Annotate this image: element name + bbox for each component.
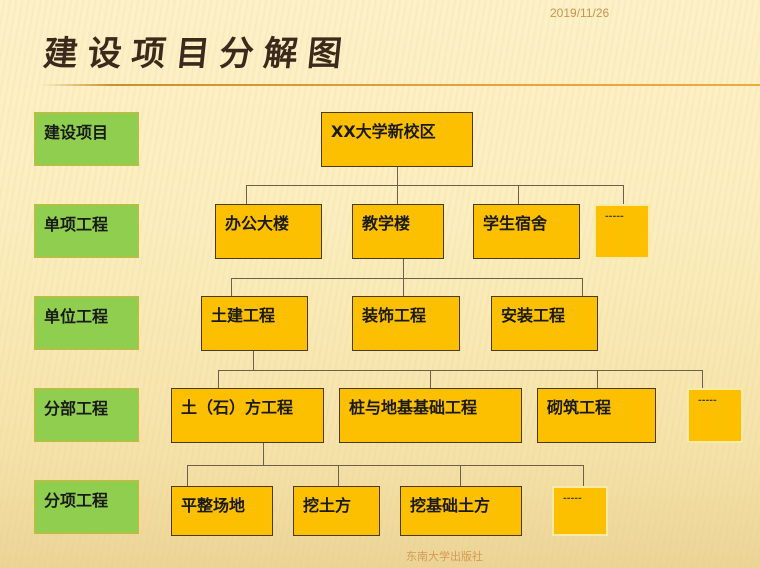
node-unit-civil: 土建工程 — [201, 296, 308, 351]
connector — [263, 443, 264, 465]
node-sub-leveling: 平整场地 — [171, 486, 273, 536]
connector — [397, 185, 398, 204]
connector — [187, 465, 584, 466]
node-sub-excavation: 挖土方 — [293, 486, 380, 536]
node-division-pile-foundation: 桩与地基基础工程 — [339, 388, 522, 443]
connector — [338, 465, 339, 486]
connector — [187, 465, 188, 486]
connector — [582, 278, 583, 296]
slide-footer: 东南大学出版社 — [406, 550, 483, 563]
level-label-single: 单项工程 — [34, 204, 139, 258]
connector — [430, 370, 431, 388]
connector — [460, 465, 461, 486]
node-division-earthwork: 土（石）方工程 — [171, 388, 324, 443]
connector — [518, 185, 519, 204]
node-sub-foundation-excavation: 挖基础土方 — [400, 486, 522, 536]
connector — [218, 370, 219, 388]
connector — [231, 278, 583, 279]
connector — [253, 351, 254, 371]
node-unit-decoration: 装饰工程 — [352, 296, 460, 351]
title-rule — [40, 84, 760, 86]
connector — [623, 185, 624, 204]
connector — [597, 370, 598, 388]
connector — [702, 370, 703, 388]
slide-date: 2019/11/26 — [550, 6, 610, 20]
connector — [397, 166, 398, 186]
node-single-office: 办公大楼 — [215, 204, 322, 259]
slide-title: 建设项目分解图 — [41, 34, 354, 74]
node-single-dorm: 学生宿舍 — [473, 204, 580, 259]
node-division-masonry: 砌筑工程 — [537, 388, 656, 443]
level-label-division: 分部工程 — [34, 388, 139, 442]
node-division-more: ----- — [687, 388, 743, 443]
node-single-more: ----- — [594, 204, 650, 259]
node-unit-installation: 安装工程 — [491, 296, 598, 351]
level-label-project: 建设项目 — [34, 112, 139, 166]
node-single-teaching: 教学楼 — [352, 204, 444, 259]
node-root: XX大学新校区 — [321, 112, 473, 167]
connector — [246, 185, 247, 204]
connector — [583, 465, 584, 486]
connector — [403, 259, 404, 279]
connector — [218, 370, 703, 371]
connector — [231, 278, 232, 296]
level-label-unit: 单位工程 — [34, 296, 139, 350]
connector — [246, 185, 624, 186]
connector — [403, 278, 404, 296]
level-label-subdivision: 分项工程 — [34, 480, 139, 534]
node-sub-more: ----- — [552, 486, 608, 536]
